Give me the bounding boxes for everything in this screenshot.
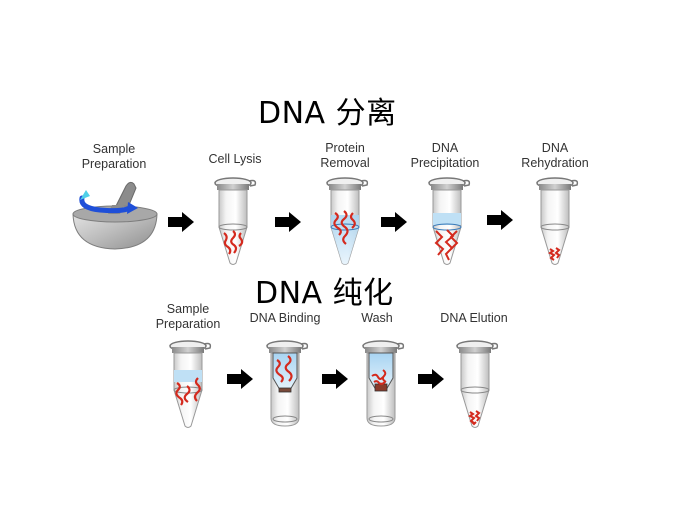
mortar-pestle-icon bbox=[72, 181, 158, 250]
arrow-right-icon bbox=[487, 210, 513, 230]
arrow-right-icon bbox=[381, 212, 407, 232]
step-label-cell-lysis: Cell Lysis bbox=[208, 152, 262, 166]
tube-rehydration-icon bbox=[536, 177, 579, 265]
step-label-dna-elution: DNA Elution bbox=[440, 311, 508, 325]
section-title-purification: DNA 纯化 bbox=[255, 276, 394, 311]
spin-column-wash-icon bbox=[362, 340, 405, 427]
tube-sample-icon bbox=[169, 340, 212, 428]
arrow-right-icon bbox=[168, 212, 194, 232]
tube-protein-removal-icon bbox=[326, 177, 369, 265]
tube-elution-icon bbox=[456, 340, 499, 428]
spin-column-binding-icon bbox=[266, 340, 309, 427]
step-label-wash: Wash bbox=[361, 311, 393, 325]
step-label-dna-binding: DNA Binding bbox=[249, 311, 321, 325]
section-title-isolation: DNA 分离 bbox=[258, 96, 397, 131]
step-label-dna-rehydration: DNA Rehydration bbox=[521, 141, 589, 170]
step-label-sample-preparation: Sample Preparation bbox=[81, 142, 147, 171]
arrow-right-icon bbox=[322, 369, 348, 389]
arrow-right-icon bbox=[227, 369, 253, 389]
tube-precipitation-icon bbox=[428, 177, 471, 265]
tube-lysis-icon bbox=[214, 177, 257, 265]
step-label-sample-preparation: Sample Preparation bbox=[155, 302, 221, 331]
step-label-protein-removal: Protein Removal bbox=[320, 141, 370, 170]
step-label-dna-precipitation: DNA Precipitation bbox=[410, 141, 480, 170]
arrow-right-icon bbox=[275, 212, 301, 232]
arrow-right-icon bbox=[418, 369, 444, 389]
